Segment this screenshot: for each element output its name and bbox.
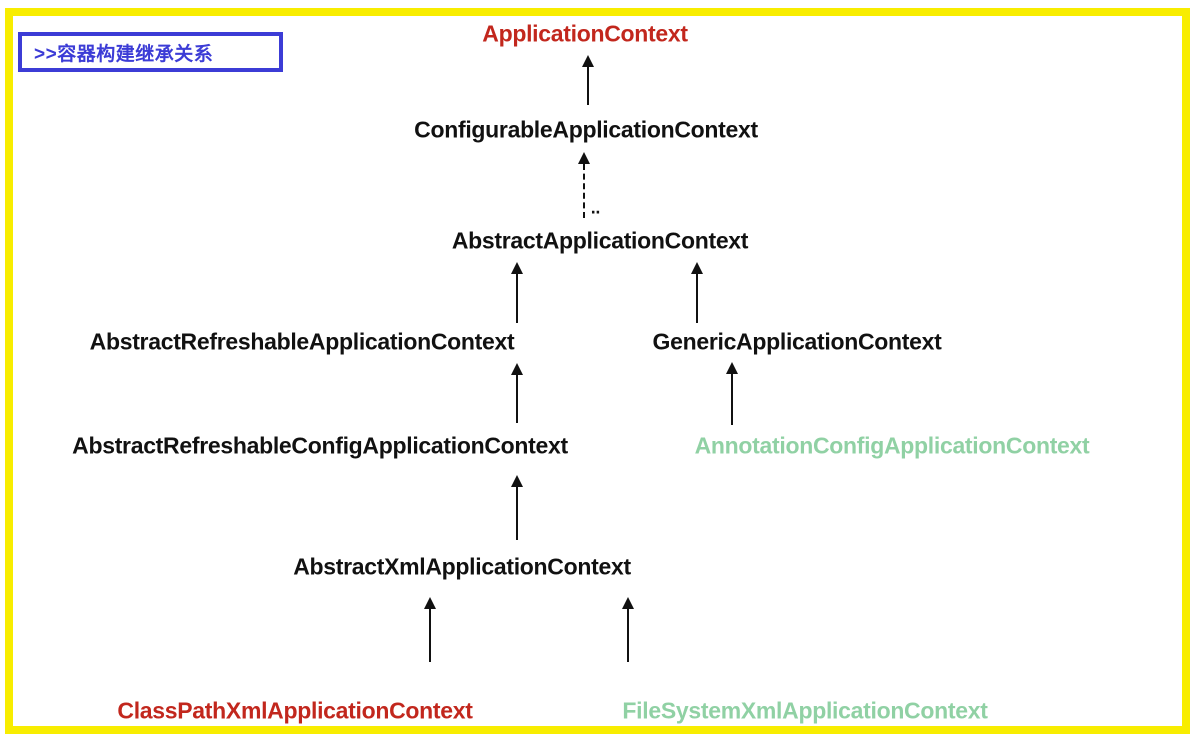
arrow-line	[587, 67, 589, 105]
arrow-head-icon	[511, 363, 523, 375]
arrow-line	[627, 609, 629, 662]
arrow-head-icon	[582, 55, 594, 67]
arrow-line	[731, 374, 733, 425]
class-node-abstract-application-context: AbstractApplicationContext	[451, 227, 749, 254]
class-node-abstract-refreshable-application-context: AbstractRefreshableApplicationContext	[89, 328, 515, 355]
arrow-line	[516, 487, 518, 540]
dash-artifact-mark: ‥	[590, 200, 602, 217]
class-node-configurable-application-context: ConfigurableApplicationContext	[414, 116, 758, 143]
inheritance-arrow-annotation-config-application-context-to-generic-application-context	[725, 362, 739, 425]
inheritance-arrow-generic-application-context-to-abstract-application-context	[690, 262, 704, 323]
arrow-head-icon	[511, 475, 523, 487]
arrow-head-icon	[578, 152, 590, 164]
inheritance-arrow-classpath-xml-application-context-to-abstract-xml-application-context	[423, 597, 437, 662]
yellow-frame	[5, 8, 1190, 734]
class-node-abstract-refreshable-config-application-context: AbstractRefreshableConfigApplicationCont…	[72, 432, 568, 459]
class-node-generic-application-context: GenericApplicationContext	[652, 328, 942, 355]
inheritance-arrow-abstract-refreshable-application-context-to-abstract-application-context	[510, 262, 524, 323]
arrow-line	[696, 274, 698, 323]
legend-box: >>容器构建继承关系	[18, 32, 283, 72]
inheritance-arrow-abstract-application-context-to-configurable-application-context	[577, 152, 591, 218]
arrow-head-icon	[622, 597, 634, 609]
inheritance-arrow-abstract-xml-application-context-to-abstract-refreshable-config-application-context	[510, 475, 524, 540]
arrow-head-icon	[511, 262, 523, 274]
arrow-line	[429, 609, 431, 662]
arrow-head-icon	[691, 262, 703, 274]
arrow-head-icon	[424, 597, 436, 609]
inheritance-arrow-abstract-refreshable-config-application-context-to-abstract-refreshable-application-context	[510, 363, 524, 423]
class-node-classpath-xml-application-context: ClassPathXmlApplicationContext	[117, 697, 473, 724]
arrow-line	[516, 274, 518, 323]
class-node-filesystem-xml-application-context: FileSystemXmlApplicationContext	[622, 697, 988, 724]
arrow-head-icon	[726, 362, 738, 374]
class-node-application-context: ApplicationContext	[482, 20, 688, 47]
arrow-line	[516, 375, 518, 423]
inheritance-arrow-configurable-application-context-to-application-context	[581, 55, 595, 105]
arrow-line	[583, 164, 585, 218]
inheritance-arrow-filesystem-xml-application-context-to-abstract-xml-application-context	[621, 597, 635, 662]
class-node-annotation-config-application-context: AnnotationConfigApplicationContext	[694, 432, 1090, 459]
legend-label: >>容器构建继承关系	[34, 43, 214, 65]
class-node-abstract-xml-application-context: AbstractXmlApplicationContext	[293, 553, 631, 580]
